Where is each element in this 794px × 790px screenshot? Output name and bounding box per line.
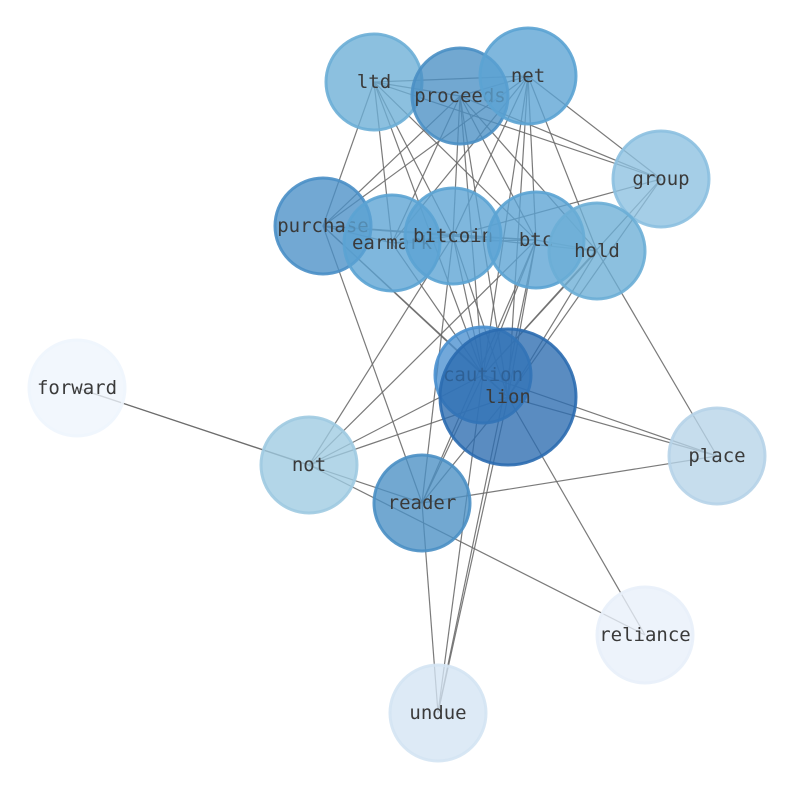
node-label-undue: undue [409,702,466,724]
node-circle-undue [388,663,488,763]
node-net: net [478,26,578,126]
node-label-lion: lion [485,386,531,408]
node-lion: lion [438,327,578,467]
node-label-net: net [511,65,545,87]
node-circle-net [478,26,578,126]
node-circle-reliance [595,585,695,685]
edge-btc-not [308,239,537,466]
node-circle-reader [372,453,472,553]
node-hold: hold [547,201,647,301]
node-label-place: place [688,445,745,467]
node-circle-group [611,129,711,229]
node-label-not: not [292,454,326,476]
edge-forward-reader [76,387,423,504]
node-label-reliance: reliance [599,624,691,646]
node-ltd: ltd [324,32,424,132]
node-undue: undue [388,663,488,763]
node-forward: forward [27,338,127,438]
node-place: place [667,406,767,506]
node-label-group: group [632,168,689,190]
edge-reader-place [421,455,718,504]
node-circle-not [259,415,359,515]
node-circle-lion [438,327,578,467]
node-reader: reader [372,453,472,553]
node-label-reader: reader [388,492,457,514]
node-circle-place [667,406,767,506]
node-not: not [259,415,359,515]
node-reliance: reliance [595,585,695,685]
edge-btc-undue [437,239,537,714]
node-group: group [611,129,711,229]
node-layer: ltdproceedsnetgrouppurchaseearmarkbitcoi… [27,26,767,763]
node-label-bitcoin: bitcoin [413,225,493,247]
node-label-hold: hold [574,240,620,262]
node-label-btc: btc [519,229,553,251]
node-circle-hold [547,201,647,301]
node-circle-forward [27,338,127,438]
node-label-ltd: ltd [357,71,391,93]
node-bitcoin: bitcoin [403,186,503,286]
node-label-forward: forward [37,377,117,399]
edge-not-reliance [308,464,646,636]
